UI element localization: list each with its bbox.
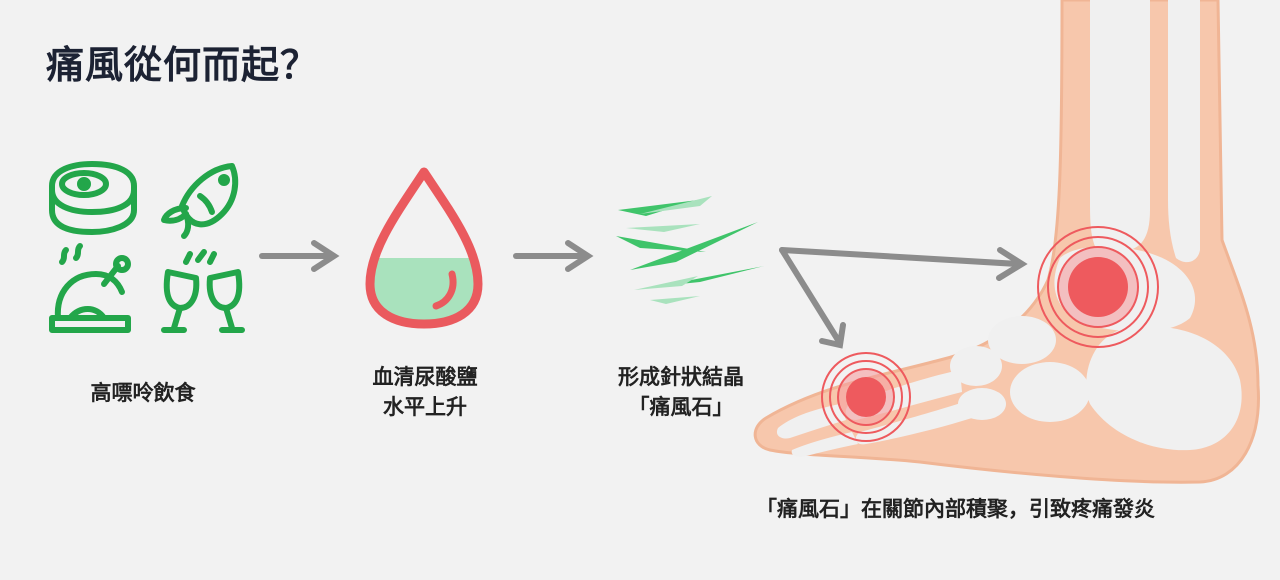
page-title: 痛風從何而起？	[46, 43, 320, 87]
blood-drop-icon	[365, 167, 483, 329]
step-label-diet: 高嘌呤飲食	[48, 378, 238, 408]
arrow-crystals-to-ankle	[779, 247, 1028, 281]
step-label-crystals: 形成針狀結晶 「痛風石」	[586, 362, 776, 422]
crystal-needles-icon	[616, 196, 764, 304]
arrow-drop-to-crystals	[513, 240, 594, 272]
arrow-crystals-to-toe	[779, 247, 846, 349]
roast-chicken-icon	[49, 243, 131, 333]
fish-icon	[161, 163, 239, 239]
toe-inflammation-marker	[821, 352, 911, 442]
step-label-line: 「痛風石」	[628, 395, 734, 419]
arrow-food-to-drop	[259, 240, 340, 272]
step-label-line: 水平上升	[383, 395, 467, 419]
wine-glasses-icon	[161, 249, 245, 333]
step-label-uric-acid: 血清尿酸鹽 水平上升	[330, 362, 520, 422]
ankle-inflammation-marker	[1037, 226, 1159, 348]
result-caption: 「痛風石」在關節內部積聚，引致疼痛發炎	[756, 497, 1155, 521]
foot-joint-illustration	[753, 0, 1260, 484]
step-label-line: 高嘌呤飲食	[90, 381, 196, 405]
step-label-line: 血清尿酸鹽	[372, 365, 478, 389]
step-label-line: 形成針狀結晶	[618, 365, 744, 389]
steak-icon	[49, 161, 137, 235]
